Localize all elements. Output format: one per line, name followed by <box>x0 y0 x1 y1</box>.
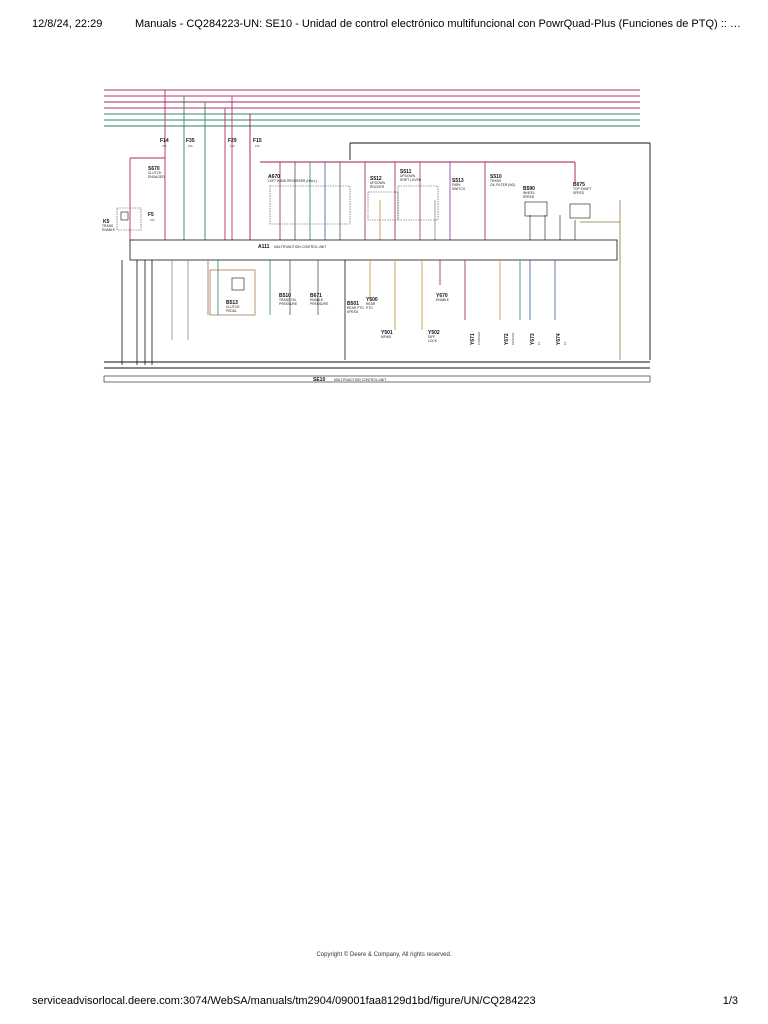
fuse-f14: F14 <box>160 138 169 144</box>
svg-text:15A: 15A <box>162 144 167 148</box>
svg-text:PARK: PARK <box>452 183 462 187</box>
component-s511: S511 <box>400 169 412 175</box>
svg-text:TRANS OIL: TRANS OIL <box>279 298 297 302</box>
svg-text:ROCKER: ROCKER <box>370 185 385 189</box>
svg-text:REVERSE: REVERSE <box>511 332 515 345</box>
svg-text:LOCK: LOCK <box>428 339 438 343</box>
svg-text:PRESSURE: PRESSURE <box>279 302 298 306</box>
component-a670: A670 <box>268 174 280 180</box>
svg-text:SHIFT LEVER: SHIFT LEVER <box>400 178 422 182</box>
svg-text:15A: 15A <box>230 144 235 148</box>
component-s670: S670 <box>148 166 160 172</box>
solenoid-y674: Y674 <box>556 333 562 345</box>
component-b671: B671 <box>310 293 322 299</box>
section-strip: SE10 MULTIFUNCTION CONTROL UNIT <box>103 375 651 383</box>
svg-text:REAR: REAR <box>366 302 376 306</box>
svg-text:SPEED: SPEED <box>347 310 359 314</box>
component-b590: B590 <box>523 186 535 192</box>
svg-text:PTO: PTO <box>366 306 373 310</box>
svg-text:SPEED: SPEED <box>523 195 535 199</box>
relay-k5: K5 TRANS ENABLE F5 15A <box>102 207 155 232</box>
copyright-notice: Copyright © Deere & Company, All rights … <box>316 952 452 958</box>
component-y670: Y670 <box>436 293 448 299</box>
component-b513: B513 <box>226 300 238 306</box>
svg-text:DIFF: DIFF <box>428 335 435 339</box>
component-y502: Y502 <box>428 330 440 336</box>
svg-text:LEFT HAND REVERSER (HALL): LEFT HAND REVERSER (HALL) <box>268 179 317 183</box>
svg-text:ENGAGED: ENGAGED <box>148 175 165 179</box>
section-code: SE10 <box>313 377 325 383</box>
fuse-f15: F15 <box>253 138 262 144</box>
svg-text:K5: K5 <box>103 219 110 225</box>
svg-text:PRESSURE: PRESSURE <box>310 302 329 306</box>
svg-text:SWITCH: SWITCH <box>452 187 466 191</box>
svg-text:ENABLE: ENABLE <box>102 228 116 232</box>
component-y501: Y501 <box>381 330 393 336</box>
svg-text:E1: E1 <box>537 341 541 345</box>
fuse-feeds <box>129 90 251 240</box>
upper-wires <box>279 162 621 360</box>
fuse-f35: F35 <box>186 138 195 144</box>
lower-wires <box>121 260 556 365</box>
component-b075: B075 <box>573 182 585 188</box>
svg-text:REAR PTO: REAR PTO <box>347 306 364 310</box>
svg-text:SPEED: SPEED <box>573 191 585 195</box>
ground-bus <box>104 361 650 369</box>
controller-a111: A111 MULTIFUNCTION CONTROL UNIT <box>129 239 618 261</box>
svg-text:ENABLE: ENABLE <box>310 298 324 302</box>
svg-text:MFWD: MFWD <box>381 335 392 339</box>
svg-text:15A: 15A <box>188 144 193 148</box>
page-number: 1/3 <box>722 995 738 1007</box>
svg-text:TRANS: TRANS <box>102 224 114 228</box>
component-b510: B510 <box>279 293 291 299</box>
svg-text:PEDAL: PEDAL <box>226 309 237 313</box>
print-datetime: 12/8/24, 22:29 <box>32 18 103 30</box>
svg-text:ENABLE: ENABLE <box>436 298 450 302</box>
svg-text:UPDOWN: UPDOWN <box>400 174 416 178</box>
lower-components: B513 CLUTCH PEDAL B510 TRANS OIL PRESSUR… <box>209 269 450 343</box>
svg-text:FORWARD: FORWARD <box>477 332 481 345</box>
component-y500: Y500 <box>366 297 378 303</box>
fuse-f29: F29 <box>228 138 237 144</box>
svg-text:WHEEL: WHEEL <box>523 191 535 195</box>
solenoids: Y671 FORWARD Y672 REVERSE Y673 E1 Y674 E… <box>470 332 567 345</box>
solenoid-y673: Y673 <box>530 333 536 345</box>
svg-text:TOP SHAFT: TOP SHAFT <box>573 187 591 191</box>
svg-text:TRANS: TRANS <box>490 179 502 183</box>
svg-text:F5: F5 <box>148 212 154 218</box>
controller-id: A111 <box>258 244 270 250</box>
svg-text:CLUTCH: CLUTCH <box>148 171 162 175</box>
svg-text:UPDOWN: UPDOWN <box>370 181 386 185</box>
section-name: MULTIFUNCTION CONTROL UNIT <box>334 378 386 382</box>
svg-text:E2: E2 <box>563 341 567 345</box>
svg-text:15A: 15A <box>255 144 260 148</box>
component-s512: S512 <box>370 176 382 182</box>
component-b501: B501 <box>347 301 359 307</box>
page-url: serviceadvisorlocal.deere.com:3074/WebSA… <box>32 995 536 1007</box>
controller-name: MULTIFUNCTION CONTROL UNIT <box>274 245 326 249</box>
solenoid-y671: Y671 <box>470 333 476 345</box>
fuse-labels: F14 15A F35 15A F29 15A F15 15A <box>160 138 262 148</box>
solenoid-y672: Y672 <box>504 333 510 345</box>
svg-text:15A: 15A <box>150 218 155 222</box>
upper-components: S670 CLUTCH ENGAGED A670 LEFT HAND REVER… <box>148 166 591 225</box>
svg-text:OIL FILTER (NO): OIL FILTER (NO) <box>490 183 515 187</box>
component-s513: S513 <box>452 178 464 184</box>
svg-text:CLUTCH: CLUTCH <box>226 305 240 309</box>
component-s510: S510 <box>490 174 502 180</box>
power-bus <box>104 89 651 360</box>
